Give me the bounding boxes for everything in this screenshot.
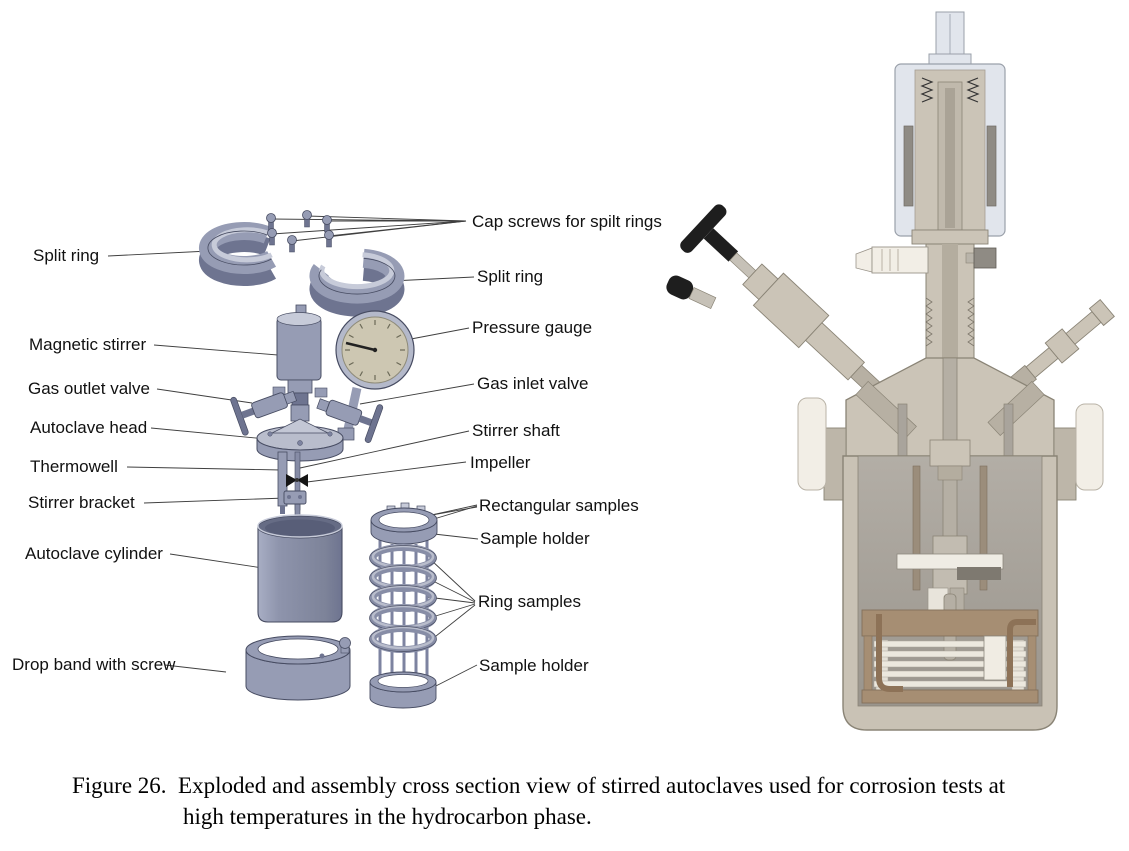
- label-pressure-gauge: Pressure gauge: [472, 318, 593, 337]
- label-cap-screws: Cap screws for spilt rings: [472, 212, 662, 231]
- label-stirrer-shaft: Stirrer shaft: [472, 421, 560, 440]
- sample-holder-top-part: [370, 502, 438, 545]
- gas-inlet-valve-part: [316, 398, 384, 443]
- figure-caption-line1: Figure 26. Exploded and assembly cross s…: [72, 773, 1006, 798]
- sample-holder-bottom-part: [369, 671, 437, 709]
- autoclave-cylinder-part: [257, 514, 343, 623]
- cap-screws-part: [266, 210, 334, 253]
- exploded-view-drawing: [107, 210, 479, 709]
- label-split-ring-left: Split ring: [33, 246, 100, 265]
- left-valve-assembly: [666, 204, 889, 403]
- label-drop-band: Drop band with screw: [12, 655, 176, 674]
- drive-magnet-housing: [894, 11, 1006, 245]
- thermowell-part: [277, 451, 288, 514]
- neck-side-fittings: [855, 246, 997, 274]
- figure-artwork: [107, 11, 1115, 731]
- label-sample-holder-bottom: Sample holder: [479, 656, 589, 675]
- leader-lines: [107, 215, 479, 691]
- drop-band-part: [245, 635, 351, 701]
- magnetic-stirrer-part: [272, 304, 328, 422]
- gas-outlet-valve-part: [230, 390, 298, 436]
- label-gas-inlet-valve: Gas inlet valve: [477, 374, 589, 393]
- split-ring-left-part: [198, 222, 277, 286]
- stirrer-bracket-part: [283, 490, 307, 505]
- pressure-gauge-part: [335, 310, 415, 441]
- figure-caption: Figure 26. Exploded and assembly cross s…: [72, 770, 1082, 832]
- label-ring-samples: Ring samples: [478, 592, 581, 611]
- autoclave-neck: [925, 243, 975, 359]
- label-impeller: Impeller: [470, 453, 531, 472]
- drop-band-flange: [797, 397, 1104, 501]
- ring-samples-part: [369, 544, 437, 653]
- stirrer-shaft-part: [294, 451, 301, 519]
- label-autoclave-head: Autoclave head: [30, 418, 148, 437]
- label-sample-holder-top: Sample holder: [480, 529, 590, 548]
- cross-section-drawing: [666, 11, 1115, 731]
- impeller-part: [286, 474, 308, 487]
- label-magnetic-stirrer: Magnetic stirrer: [29, 335, 147, 354]
- label-gas-outlet-valve: Gas outlet valve: [28, 379, 150, 398]
- label-thermowell: Thermowell: [30, 457, 118, 476]
- split-ring-right-part: [309, 248, 405, 317]
- label-rectangular-samples: Rectangular samples: [479, 496, 639, 515]
- figure-caption-line2: high temperatures in the hydrocarbon pha…: [183, 804, 592, 829]
- label-autoclave-cylinder: Autoclave cylinder: [25, 544, 163, 563]
- cooling-tubes: [876, 614, 1036, 692]
- label-split-ring-right: Split ring: [477, 267, 544, 286]
- label-stirrer-bracket: Stirrer bracket: [28, 493, 135, 512]
